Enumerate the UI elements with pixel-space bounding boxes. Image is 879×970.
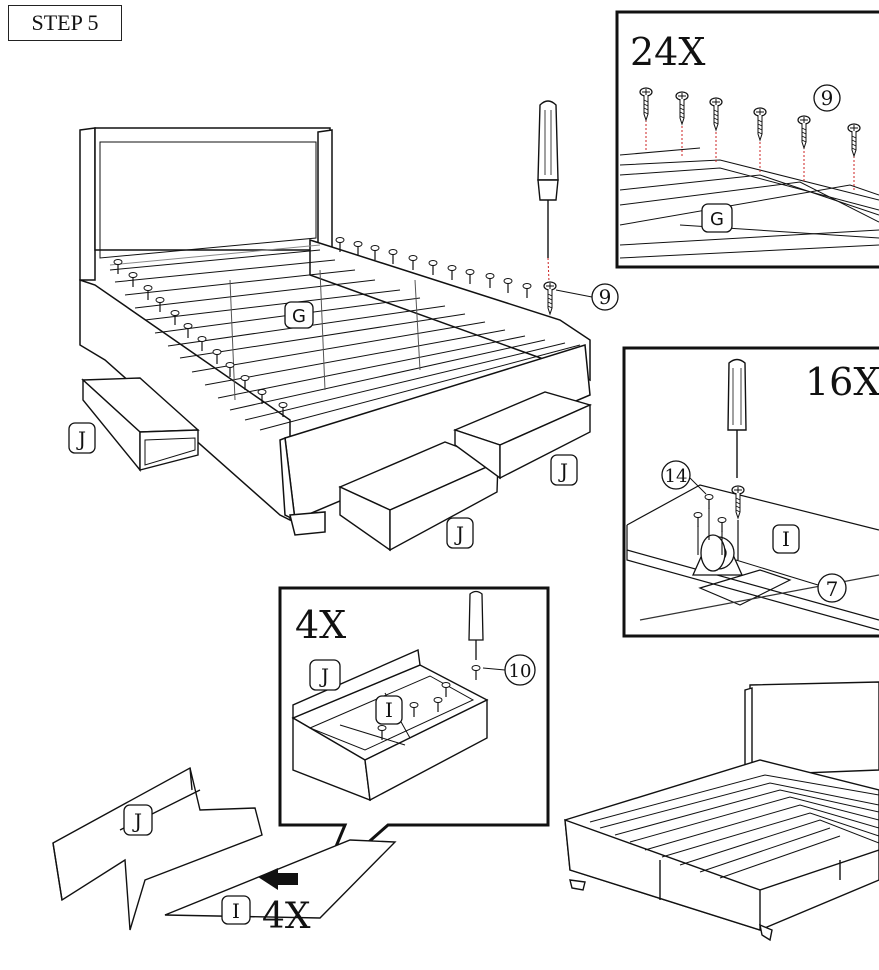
bracket-part-label: I	[782, 527, 790, 551]
main-slat-label: G	[292, 306, 306, 327]
bed-slats	[109, 244, 581, 431]
drawer-center	[338, 441, 500, 552]
svg-text:J: J	[132, 809, 142, 833]
bed-frame	[79, 127, 591, 536]
drawer-screw-label: 10	[509, 661, 532, 682]
bracket-count: 16X	[805, 360, 879, 404]
slats-detail-panel: 24X 9 G	[615, 10, 879, 269]
svg-text:J: J	[454, 522, 464, 546]
drawer-detail-panel: 4X 10 J I	[278, 586, 550, 887]
screwdriver-icon	[537, 100, 559, 258]
slats-part-label: G	[710, 209, 724, 230]
bracket-screw-a-label: 14	[665, 466, 688, 487]
svg-text:J: J	[558, 459, 568, 483]
drawer-left	[81, 377, 200, 472]
slats-screw-label: 9	[821, 86, 834, 110]
assembled-bed-slats	[589, 774, 879, 879]
drawer-labels: J J J	[68, 422, 578, 549]
step-label: STEP 5	[8, 5, 122, 41]
svg-text:4X: 4X	[262, 896, 311, 937]
drawer-right	[453, 391, 593, 480]
bracket-screw-b-label: 7	[826, 577, 839, 601]
main-screw-label: 9	[599, 285, 612, 309]
arrow-left-icon	[258, 868, 298, 890]
drawer-part-j-label: J	[319, 664, 329, 688]
svg-text:J: J	[76, 427, 86, 451]
drawer-count: 4X	[295, 603, 346, 647]
drawer-part-i-label: I	[385, 698, 393, 722]
svg-text:I: I	[232, 899, 240, 923]
bracket-detail-panel: 16X 14 7 I	[622, 346, 879, 638]
assembled-bed	[564, 681, 879, 942]
slats-count: 24X	[630, 30, 705, 74]
screw-icon	[543, 281, 557, 315]
flatpack-labels: J I 4X	[123, 804, 311, 937]
screw-callout	[591, 283, 619, 311]
